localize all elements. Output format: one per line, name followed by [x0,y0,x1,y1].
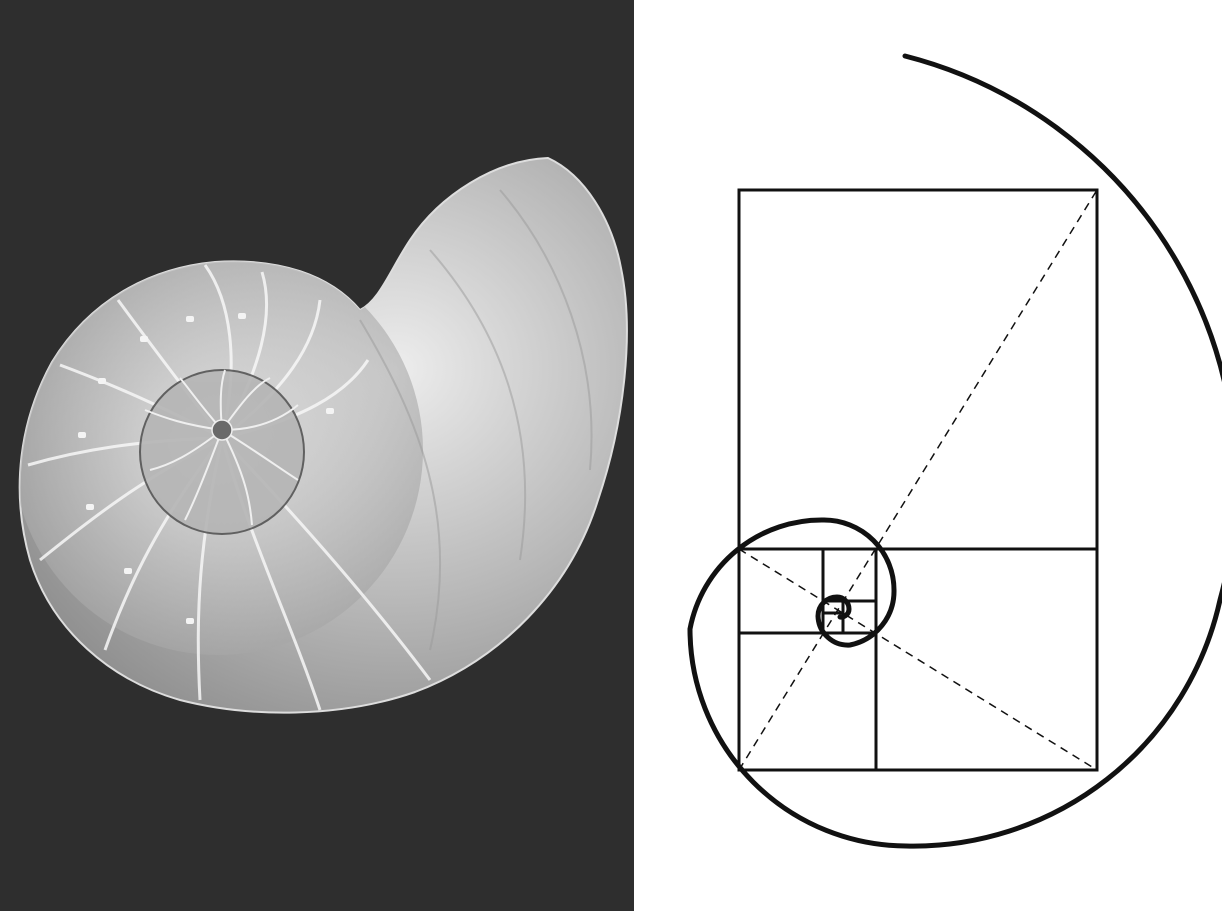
nautilus-photo-panel [0,0,634,911]
diagonal-secondary [739,549,1097,770]
shell-core [212,420,232,440]
golden-spiral-diagram [690,56,1222,846]
golden-spiral [690,56,1222,846]
dashed-diagonals [739,190,1097,770]
diagonal-main [739,190,1097,770]
